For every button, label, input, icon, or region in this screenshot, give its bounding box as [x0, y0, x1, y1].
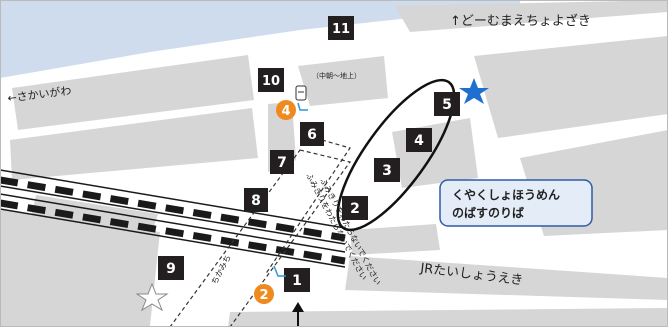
pedestrian-corridor-inner	[264, 139, 351, 276]
exit-number-8: 8	[251, 193, 261, 209]
bus-stop-title: くやくしょほうめん	[452, 188, 560, 202]
exit-number-9: 9	[166, 261, 176, 277]
block-lower-left	[0, 210, 160, 326]
exit-marker-1[interactable]: 1	[284, 268, 310, 292]
underground-note: （中朝～地上）	[312, 71, 361, 80]
exit-number-1: 1	[292, 273, 302, 289]
exit-marker-11[interactable]: 11	[328, 16, 354, 40]
block-mid-left	[10, 108, 258, 180]
exit-marker-10[interactable]: 10	[258, 68, 284, 92]
accessibility-icon	[273, 265, 286, 277]
orange-number-2: 2	[259, 288, 268, 303]
river	[0, 0, 520, 78]
exit-marker-8[interactable]: 8	[244, 188, 268, 212]
block-upper-right	[474, 36, 668, 138]
exit-number-4: 4	[414, 133, 424, 149]
block-upper-middle	[298, 56, 388, 106]
bus-stop-highlight-ellipse	[336, 78, 456, 232]
orange-number-4: 4	[281, 104, 290, 119]
exit-marker-9[interactable]: 9	[158, 256, 184, 280]
bus-stop-subtitle: のばすのりば	[452, 205, 524, 220]
exit-marker-2[interactable]: 2	[342, 196, 368, 220]
exit-number-5: 5	[442, 97, 452, 113]
white-star-icon	[135, 282, 169, 312]
orange-marker-4[interactable]: 4	[276, 100, 296, 120]
bus-stop-info-box[interactable]: くやくしょほうめん のばすのりば	[439, 179, 593, 227]
blue-star-icon	[459, 78, 489, 104]
exit-marker-3[interactable]: 3	[374, 158, 400, 182]
pedestrian-crossing-corridor	[169, 149, 352, 327]
block-lower-middle	[345, 256, 668, 300]
exit-number-10: 10	[262, 74, 280, 89]
exit-number-11: 11	[332, 22, 350, 37]
orange-marker-2[interactable]: 2	[254, 284, 274, 304]
block-near-station	[350, 224, 440, 255]
exit-number-7: 7	[277, 155, 287, 171]
exit-marker-7[interactable]: 7	[270, 150, 294, 174]
north-direction-label: ↑どーむまえちょよざき	[450, 13, 591, 29]
exit-marker-4[interactable]: 4	[406, 128, 432, 152]
exit-marker-6[interactable]: 6	[300, 122, 324, 146]
block-upper-left	[12, 55, 254, 130]
block-top-right-strip	[395, 0, 668, 32]
arrow-up-icon	[292, 302, 304, 327]
exit-marker-5[interactable]: 5	[434, 92, 460, 116]
exit-number-3: 3	[382, 163, 392, 179]
exit-number-6: 6	[307, 127, 317, 143]
railway	[0, 169, 346, 268]
bus-stop-icon	[295, 85, 308, 111]
exit-number-2: 2	[350, 201, 360, 217]
block-bottom	[228, 308, 668, 327]
